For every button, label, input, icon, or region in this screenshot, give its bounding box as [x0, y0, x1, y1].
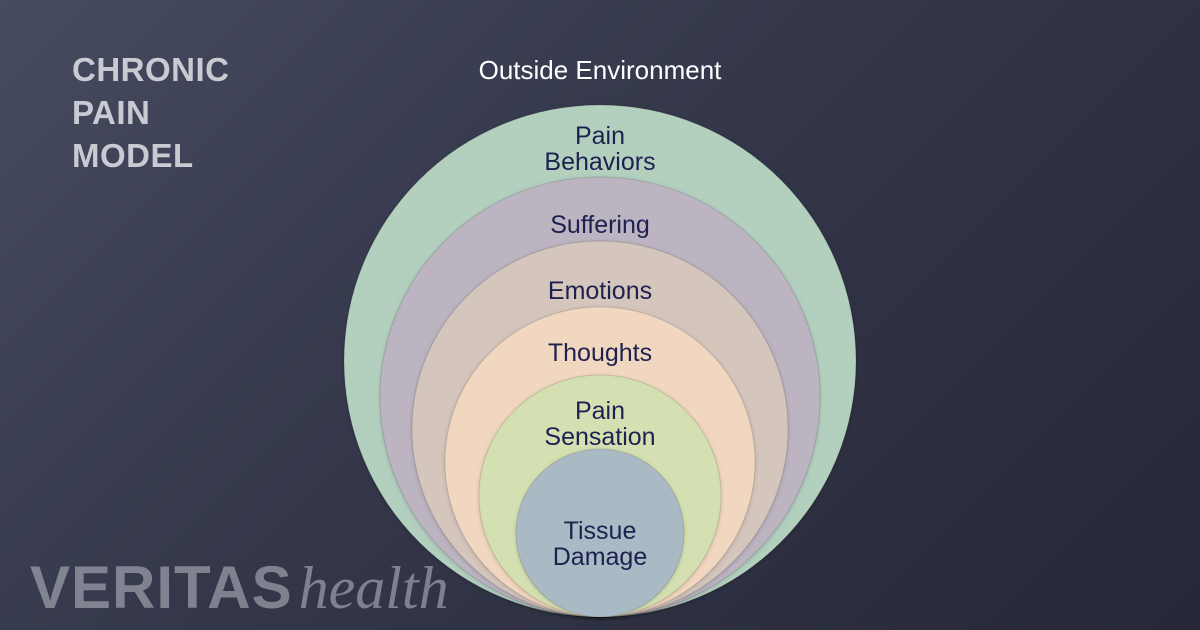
logo-brand: VERITAS: [30, 554, 293, 621]
title-line-3: MODEL: [72, 137, 194, 174]
layer-pain-sensation-label: Pain: [575, 397, 625, 425]
layer-tissue-damage-label: Tissue: [564, 517, 637, 545]
layer-tissue-damage-label: Damage: [553, 543, 648, 571]
layer-thoughts-label: Thoughts: [548, 339, 652, 367]
page-title: CHRONIC PAIN MODEL: [72, 48, 230, 177]
title-line-1: CHRONIC: [72, 51, 230, 88]
outside-environment-label: Outside Environment: [478, 55, 722, 85]
layer-pain-sensation-label: Sensation: [544, 423, 655, 451]
layer-emotions-label: Emotions: [548, 277, 652, 305]
layer-pain-behaviors-label: Behaviors: [544, 148, 655, 176]
title-line-2: PAIN: [72, 94, 151, 131]
layer-pain-behaviors-label: Pain: [575, 122, 625, 150]
logo-sub: health: [298, 555, 449, 621]
layer-tissue-damage-circle: [515, 448, 685, 618]
layer-suffering-label: Suffering: [550, 211, 650, 239]
